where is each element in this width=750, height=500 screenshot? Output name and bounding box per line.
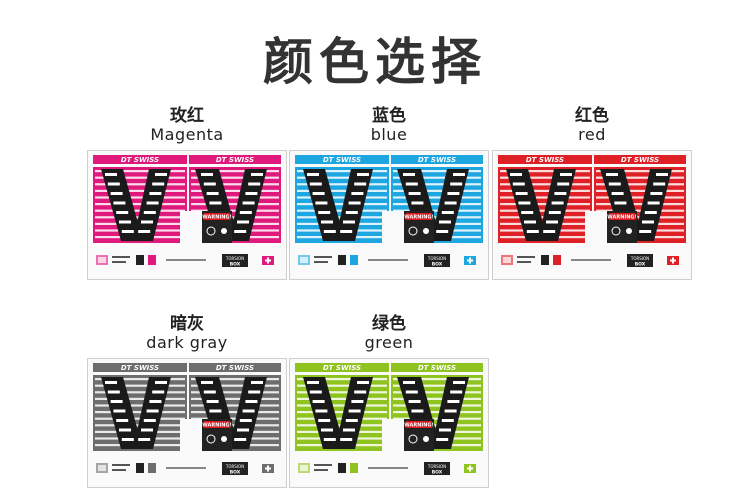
plus-sticker xyxy=(464,464,476,473)
svg-text:WARNING!: WARNING! xyxy=(202,215,232,221)
svg-text:DT SWISS: DT SWISS xyxy=(323,364,361,372)
swatch-label-en: Magenta xyxy=(150,125,224,144)
plus-sticker xyxy=(262,464,274,473)
svg-text:DT SWISS: DT SWISS xyxy=(323,156,361,164)
brand-header-bar: DT SWISS xyxy=(594,155,686,164)
svg-text:TORSION: TORSION xyxy=(630,256,649,261)
swatch-magenta[interactable]: 玫红 Magenta DT SWISS DT SWISS WARNING! TORSI… xyxy=(87,106,287,280)
fork-leg-decal xyxy=(295,375,389,451)
brand-header-bar: DT SWISS xyxy=(295,155,389,164)
svg-text:DT SWISS: DT SWISS xyxy=(216,364,254,372)
swatch-dark-gray[interactable]: 暗灰 dark gray DT SWISS DT SWISS WARNING! TOR… xyxy=(87,314,287,488)
svg-text:DT SWISS: DT SWISS xyxy=(121,364,159,372)
svg-text:TORSION: TORSION xyxy=(427,256,446,261)
svg-text:WARNING!: WARNING! xyxy=(404,215,434,221)
page-title: 颜色选择 xyxy=(263,33,487,91)
svg-text:DT SWISS: DT SWISS xyxy=(526,156,564,164)
svg-text:TORSION: TORSION xyxy=(225,464,244,469)
plus-sticker xyxy=(667,256,679,265)
svg-text:DT SWISS: DT SWISS xyxy=(216,156,254,164)
plus-sticker xyxy=(464,256,476,265)
fork-leg-decal xyxy=(498,167,592,243)
swatch-label-en: blue xyxy=(370,125,408,144)
swatch-label-cn: 蓝色 xyxy=(372,106,406,126)
brand-header-bar: DT SWISS xyxy=(93,363,187,372)
swatch-label-cn: 暗灰 xyxy=(170,314,204,334)
swatch-label-cn: 绿色 xyxy=(372,314,406,334)
fork-leg-decal xyxy=(295,167,389,243)
svg-text:BOX: BOX xyxy=(230,470,241,476)
svg-text:WARNING!: WARNING! xyxy=(607,215,637,221)
svg-text:TORSION: TORSION xyxy=(427,464,446,469)
small-stickers-strip xyxy=(298,463,408,473)
brand-header-bar: DT SWISS xyxy=(498,155,592,164)
small-stickers-strip xyxy=(96,255,206,265)
swatch-label-en: dark gray xyxy=(146,333,228,352)
svg-text:BOX: BOX xyxy=(230,262,241,268)
svg-text:DT SWISS: DT SWISS xyxy=(418,156,456,164)
warning-label: WARNING! xyxy=(202,211,232,243)
svg-text:BOX: BOX xyxy=(432,470,443,476)
svg-text:DT SWISS: DT SWISS xyxy=(621,156,659,164)
fork-leg-decal xyxy=(93,375,187,451)
brand-header-bar: DT SWISS xyxy=(295,363,389,372)
small-stickers-strip xyxy=(501,255,611,265)
svg-text:WARNING!: WARNING! xyxy=(202,423,232,429)
brand-header-bar: DT SWISS xyxy=(391,155,483,164)
brand-header-bar: DT SWISS xyxy=(391,363,483,372)
small-stickers-strip xyxy=(96,463,206,473)
svg-text:DT SWISS: DT SWISS xyxy=(418,364,456,372)
svg-text:TORSION: TORSION xyxy=(225,256,244,261)
brand-header-bar: DT SWISS xyxy=(93,155,187,164)
swatch-green[interactable]: 绿色 green DT SWISS DT SWISS WARNING! TORSION… xyxy=(289,314,489,488)
svg-text:DT SWISS: DT SWISS xyxy=(121,156,159,164)
svg-text:BOX: BOX xyxy=(432,262,443,268)
warning-label: WARNING! xyxy=(404,419,434,451)
svg-text:WARNING!: WARNING! xyxy=(404,423,434,429)
brand-header-bar: DT SWISS xyxy=(189,155,281,164)
swatch-label-en: green xyxy=(364,333,414,352)
warning-label: WARNING! xyxy=(404,211,434,243)
swatch-label-cn: 玫红 xyxy=(170,106,204,126)
brand-header-bar: DT SWISS xyxy=(189,363,281,372)
fork-leg-decal xyxy=(189,167,281,243)
small-stickers-strip xyxy=(298,255,408,265)
plus-sticker xyxy=(262,256,274,265)
swatch-label-en: red xyxy=(578,125,606,144)
svg-text:BOX: BOX xyxy=(635,262,646,268)
warning-label: WARNING! xyxy=(607,211,637,243)
warning-label: WARNING! xyxy=(202,419,232,451)
swatch-label-cn: 红色 xyxy=(575,106,609,126)
fork-leg-decal xyxy=(93,167,187,243)
